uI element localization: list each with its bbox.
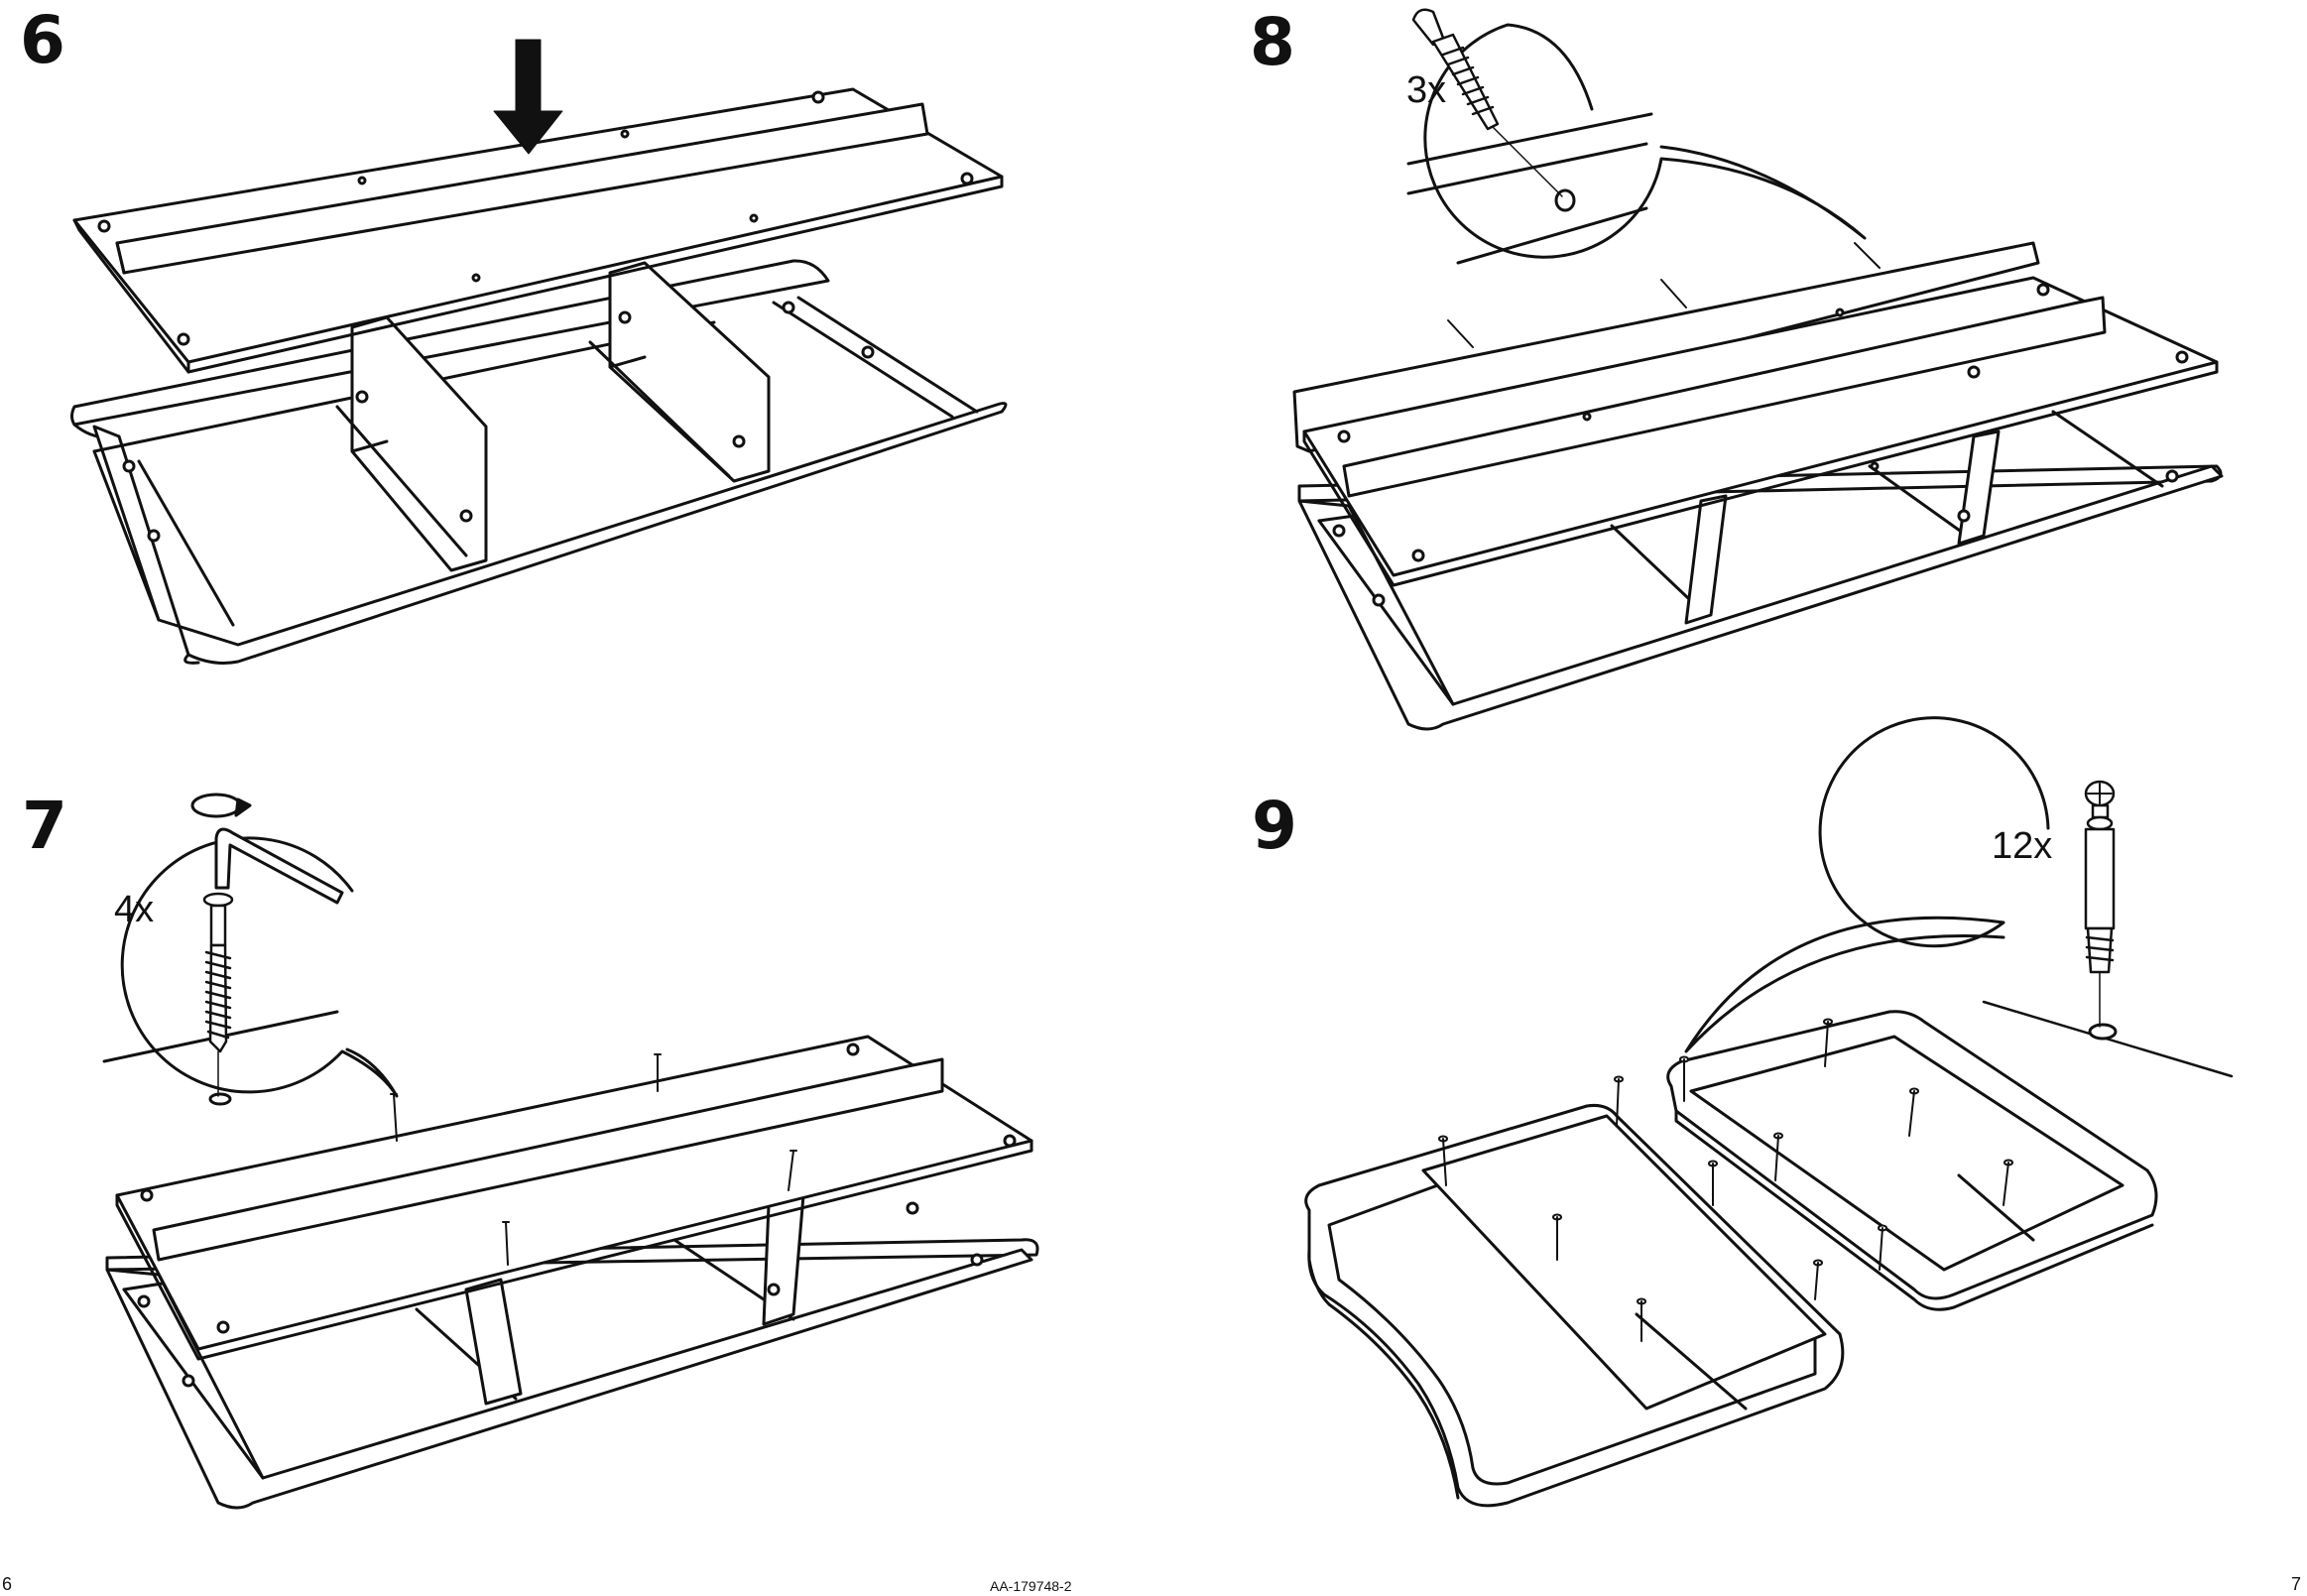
step-number-8: 8 — [1250, 10, 1295, 75]
rotate-icon — [192, 795, 250, 816]
detail-callout — [122, 838, 397, 1096]
page-number-right: 7 — [2291, 1575, 2301, 1593]
dowel-icon — [1448, 320, 1473, 347]
detail-callout — [1686, 718, 2048, 1051]
quantity-label-step-7: 4x — [114, 891, 154, 928]
step-number-7: 7 — [22, 794, 67, 859]
step-number-9: 9 — [1252, 794, 1297, 859]
step-9-illustration — [1306, 718, 2232, 1506]
detail-callout — [1425, 25, 1865, 257]
bolt-icon — [204, 894, 232, 1096]
dowel-icon — [1661, 280, 1686, 307]
partition-1 — [1686, 496, 1726, 623]
document-code: AA-179748-2 — [990, 1579, 1072, 1593]
step-number-6: 6 — [20, 8, 65, 73]
partition-1 — [352, 317, 486, 570]
bolt-icon — [391, 1094, 397, 1141]
step-7-illustration — [104, 795, 1037, 1508]
cam-bolt-icon — [1814, 1261, 1822, 1300]
step-8-illustration — [1294, 10, 2222, 729]
step-6-illustration — [72, 89, 1007, 663]
quantity-label-step-8: 3x — [1406, 71, 1446, 109]
cam-bolt-icon — [2086, 782, 2114, 1027]
cam-bolt-icon — [1709, 1162, 1717, 1206]
arrow-down-icon — [494, 40, 562, 154]
page-number-left: 6 — [2, 1575, 12, 1593]
dowel-icon — [1855, 243, 1880, 268]
quantity-label-step-9: 12x — [1992, 827, 2052, 865]
partition-1 — [466, 1280, 521, 1404]
